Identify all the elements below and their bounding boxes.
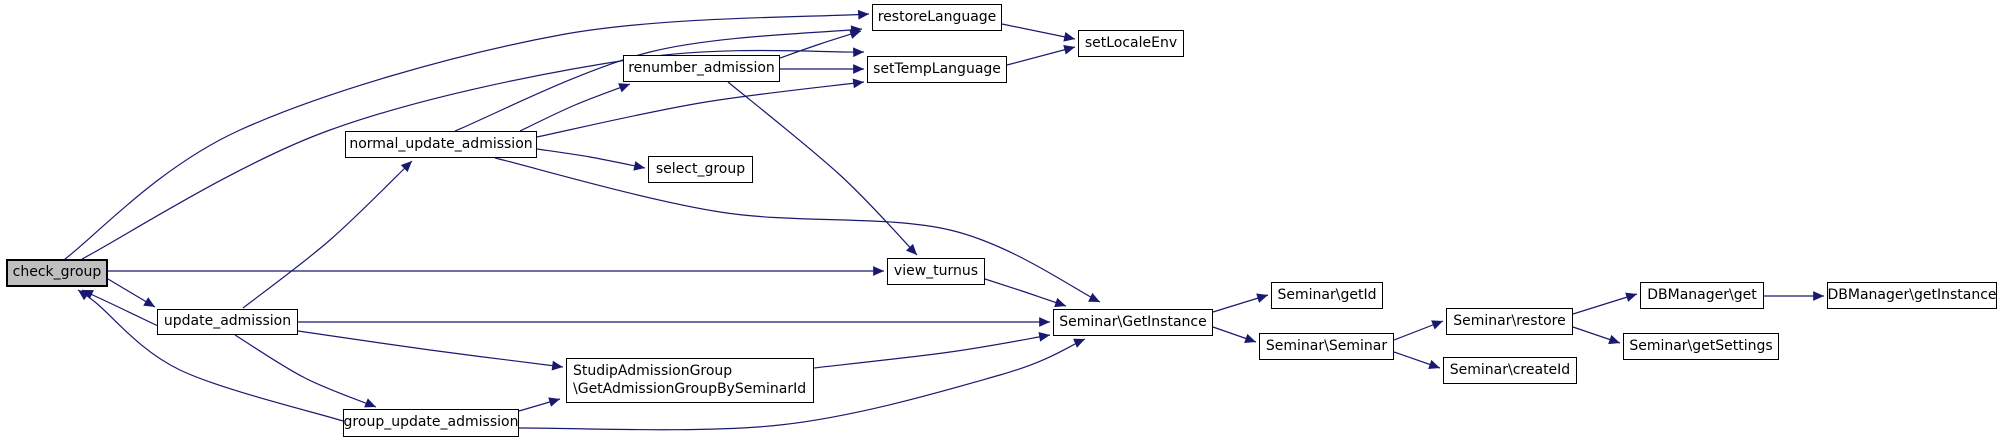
node-label-line: \GetAdmissionGroupBySeminarId — [573, 380, 807, 397]
node-label-line: StudipAdmissionGroup — [573, 363, 733, 379]
node-update_admission[interactable]: update_admission — [157, 309, 298, 335]
node-seminar_getsettings[interactable]: Seminar\getSettings — [1623, 333, 1779, 360]
node-label: setTempLanguage — [873, 60, 1001, 77]
edge-group_update_admission-to-studip_admission_group — [518, 397, 561, 412]
node-setLocaleEnv[interactable]: setLocaleEnv — [1078, 30, 1184, 57]
edge-seminar_seminar-to-seminar_restore — [1393, 320, 1444, 341]
edge-seminar_restore-to-dbmanager_get — [1572, 292, 1638, 315]
node-setTempLanguage[interactable]: setTempLanguage — [867, 56, 1007, 83]
edge-restoreLanguage-to-setLocaleEnv — [1001, 23, 1076, 42]
edge-group_update_admission-to-check_group — [77, 289, 344, 422]
edge-renumber_admission-to-view_turnus — [727, 81, 918, 256]
edge-update_admission-to-check_group — [81, 289, 159, 327]
node-dbmanager_get[interactable]: DBManager\get — [1640, 282, 1764, 309]
node-label: Seminar\getSettings — [1629, 337, 1773, 354]
edge-update_admission-to-studip_admission_group — [297, 330, 564, 371]
node-label: setLocaleEnv — [1084, 34, 1178, 51]
node-label: update_admission — [163, 313, 292, 330]
node-label: renumber_admission — [628, 59, 775, 76]
node-select_group[interactable]: select_group — [648, 156, 753, 183]
node-label: Seminar\Seminar — [1265, 337, 1388, 354]
node-restoreLanguage[interactable]: restoreLanguage — [872, 4, 1002, 31]
node-label: DBManager\get — [1647, 286, 1757, 303]
edge-update_admission-to-group_update_admission — [234, 334, 377, 408]
edge-check_group-to-restoreLanguage — [64, 9, 870, 260]
edge-seminar_seminar-to-seminar_createid — [1393, 351, 1441, 370]
node-label: Seminar\getId — [1277, 286, 1377, 303]
edge-normal_update_admission-to-setTempLanguage — [536, 78, 865, 138]
node-normal_update_admission[interactable]: normal_update_admission — [345, 131, 537, 158]
node-renumber_admission[interactable]: renumber_admission — [623, 55, 780, 82]
node-seminar_getid[interactable]: Seminar\getId — [1271, 282, 1383, 309]
node-label: Seminar\restore — [1453, 312, 1566, 329]
node-group_update_admission[interactable]: group_update_admission — [343, 409, 519, 437]
node-label: restoreLanguage — [877, 8, 997, 25]
edge-setTempLanguage-to-setLocaleEnv — [1006, 45, 1076, 66]
edge-normal_update_admission-to-restoreLanguage — [454, 25, 863, 132]
node-label: Seminar\createId — [1449, 361, 1571, 378]
node-studip_admission_group[interactable]: StudipAdmissionGroup\GetAdmissionGroupBy… — [566, 358, 814, 403]
edge-normal_update_admission-to-renumber_admission — [519, 83, 631, 132]
edge-group_update_admission-to-seminar_getinstance — [518, 338, 1086, 431]
node-dbmanager_getinstance[interactable]: DBManager\getInstance — [1827, 282, 1997, 309]
edge-normal_update_admission-to-select_group — [536, 148, 646, 171]
edge-update_admission-to-normal_update_admission — [242, 160, 413, 309]
edge-seminar_getinstance-to-seminar_getid — [1212, 293, 1269, 313]
edge-seminar_restore-to-seminar_getsettings — [1572, 326, 1621, 345]
node-label: view_turnus — [893, 262, 979, 279]
edge-view_turnus-to-seminar_getinstance — [984, 278, 1067, 308]
edge-seminar_getinstance-to-seminar_seminar — [1212, 326, 1257, 344]
edge-normal_update_admission-to-seminar_getinstance — [494, 157, 1101, 303]
node-view_turnus[interactable]: view_turnus — [887, 258, 985, 285]
node-label: normal_update_admission — [349, 135, 533, 152]
edge-renumber_admission-to-restoreLanguage — [779, 29, 862, 59]
node-label: Seminar\GetInstance — [1059, 313, 1207, 330]
node-label: DBManager\getInstance — [1827, 286, 1997, 303]
edge-check_group-to-setTempLanguage — [81, 47, 865, 260]
node-seminar_seminar[interactable]: Seminar\Seminar — [1259, 333, 1394, 360]
node-seminar_getinstance[interactable]: Seminar\GetInstance — [1053, 309, 1213, 336]
node-check_group[interactable]: check_group — [6, 259, 108, 287]
node-seminar_createid[interactable]: Seminar\createId — [1443, 357, 1577, 384]
edge-studip_admission_group-to-seminar_getinstance — [813, 332, 1051, 369]
node-label: select_group — [655, 160, 746, 177]
node-seminar_restore[interactable]: Seminar\restore — [1446, 308, 1573, 335]
node-label: group_update_admission — [343, 414, 519, 431]
node-label: check_group — [12, 264, 102, 281]
edge-check_group-to-update_admission — [107, 278, 156, 308]
